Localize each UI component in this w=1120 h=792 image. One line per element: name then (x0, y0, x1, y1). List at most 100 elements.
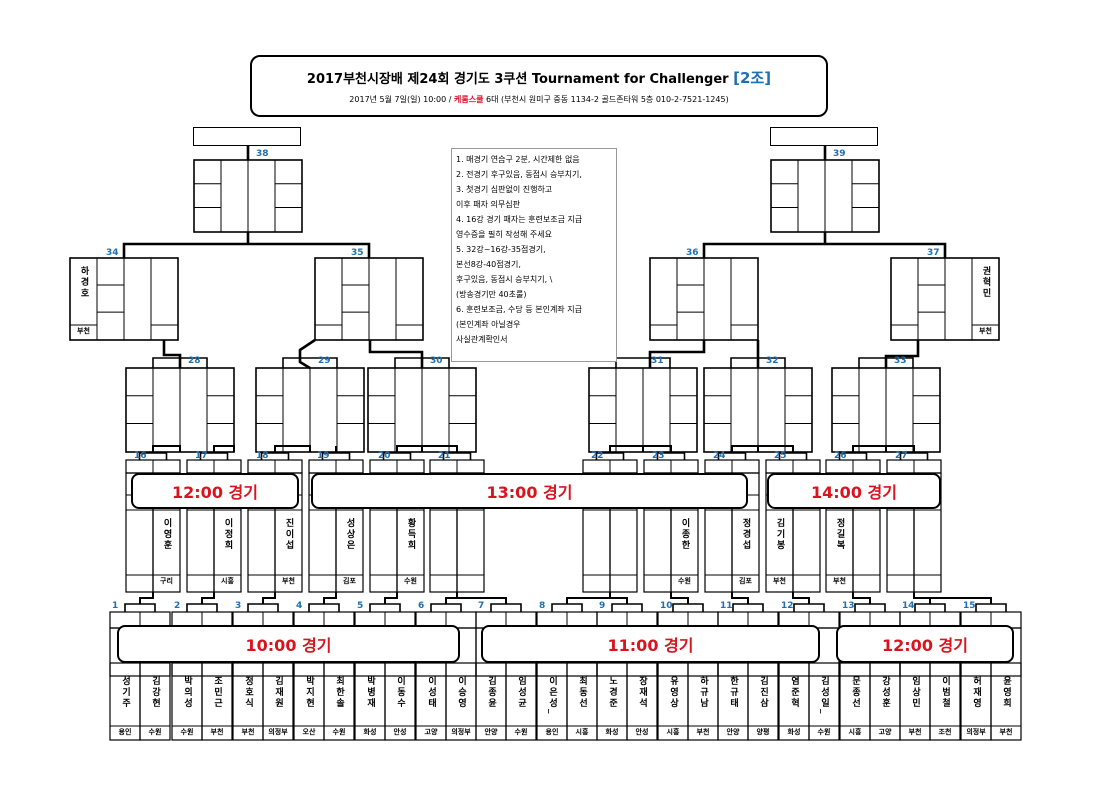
match-number: 39 (833, 149, 846, 159)
player-name: 박병재 (365, 676, 375, 709)
match-number: 25 (774, 451, 787, 461)
player-name: 성상은 (344, 518, 355, 551)
player-affiliation: 용인 (118, 728, 132, 736)
player-name: 이승영 (456, 676, 466, 709)
player-affiliation: 안양 (484, 728, 498, 736)
player-name: 하규남 (698, 676, 708, 709)
note-line: 이후 패자 의무심판 (456, 200, 520, 209)
match-number: 28 (188, 356, 201, 366)
player-affiliation: 고양 (878, 728, 892, 736)
player-affiliation: 부천 (908, 728, 922, 736)
match-number: 6 (418, 601, 425, 611)
player-affiliation: 양평 (756, 728, 770, 736)
round1-connector (490, 603, 522, 612)
note-line: 3. 첫경기 심판없이 진행하고 (456, 185, 553, 194)
round1-connector (308, 603, 340, 612)
advance-connector (702, 242, 947, 258)
event-date: 2017년 5월 7일(일) 10:00 / (349, 95, 452, 104)
player-affiliation: 수원 (817, 728, 831, 736)
player-affiliation: 시흥 (848, 728, 862, 736)
advance-connector (201, 592, 215, 604)
advance-connector (792, 592, 810, 604)
player-affiliation: 수원 (404, 577, 417, 585)
match-number: 13 (842, 601, 855, 611)
player-name: 임성균 (516, 676, 526, 709)
round1-connector (793, 603, 825, 612)
player-name: 염준혁 (789, 676, 799, 709)
player-name: 한규태 (728, 676, 738, 709)
match-number: 19 (317, 451, 330, 461)
match-number: 5 (357, 601, 364, 611)
note-line: 영수증을 필히 작성해 주세요 (456, 230, 552, 239)
match-number: 20 (378, 451, 391, 461)
match-number: 9 (599, 601, 606, 611)
round1-connector (551, 603, 583, 612)
time-banner-1200-upper: 12:00 경기 (131, 473, 299, 509)
player-name: 윤영희 (1001, 676, 1011, 709)
advance-connector (885, 445, 915, 453)
rules-notes: 1. 매경기 연습구 2분, 시간제한 없음 2. 전경기 후구있음, 동점시 … (451, 148, 617, 362)
advance-connector (731, 592, 749, 604)
advance-connector (122, 242, 371, 258)
player-name: 황득희 (405, 518, 416, 551)
note-line: 본선8강-40점경기, (456, 260, 521, 269)
player-name: 정경섭 (740, 518, 751, 551)
match-number: 35 (351, 248, 364, 258)
player-affiliation: 구리 (160, 577, 173, 585)
advance-connector (445, 592, 458, 604)
player-name: 박의성 (182, 676, 192, 709)
advance-connector (323, 592, 337, 604)
player-name: 조민근 (212, 676, 222, 709)
player-affiliation: 용인 (545, 728, 559, 736)
player-affiliation: 부천 (833, 577, 846, 585)
player-affiliation: 조천 (938, 728, 952, 736)
final-winner-slot-right (770, 127, 878, 146)
match-number: 17 (195, 451, 208, 461)
player-name: 이정희 (222, 518, 233, 551)
player-affiliation: 의정부 (268, 728, 288, 736)
player-affiliation: 수원 (678, 577, 691, 585)
player-name: 권혁민 (980, 266, 991, 299)
player-affiliation: 부천 (210, 728, 224, 736)
advance-connector (162, 340, 182, 368)
player-name: 김성일_ (819, 676, 829, 716)
time-banner-1300: 13:00 경기 (311, 473, 748, 509)
player-affiliation: 화성 (787, 728, 801, 736)
match-number: 7 (478, 601, 485, 611)
note-line: 사실관계확인서 (456, 335, 508, 344)
match-number: 33 (894, 356, 907, 366)
advance-connector (298, 338, 316, 370)
advance-connector (368, 340, 424, 368)
player-affiliation: 고양 (424, 728, 438, 736)
player-name: 진이섭 (283, 518, 294, 551)
advance-connector (456, 592, 507, 604)
round3-connector (615, 357, 671, 368)
advance-connector (152, 445, 181, 453)
player-affiliation: 수원 (180, 728, 194, 736)
note-line: 4. 16강 경기 패자는 훈련보조금 지급 (456, 215, 583, 224)
player-affiliation: 수원 (332, 728, 346, 736)
event-details: 2017년 5월 7일(일) 10:00 / 케롬스쿨 6대 (부천시 원미구 … (252, 94, 826, 105)
group-label: [2조] (733, 69, 772, 87)
player-name: 문종선 (850, 676, 860, 709)
match-number: 32 (766, 356, 779, 366)
event-address: 6대 (부천시 원미구 중동 1134-2 골드존타워 5층 010-2-752… (486, 95, 729, 104)
match-number: 23 (652, 451, 665, 461)
match-number: 16 (134, 451, 147, 461)
time-banner-1100: 11:00 경기 (481, 625, 820, 663)
player-name: 강성훈 (880, 676, 890, 709)
player-name: 김진삼 (758, 676, 768, 709)
player-affiliation: 수원 (148, 728, 162, 736)
advance-connector (670, 592, 689, 604)
match-number: 37 (927, 248, 940, 258)
time-banner-1000: 10:00 경기 (117, 625, 460, 663)
round1-connector (914, 603, 946, 612)
round1-connector (975, 603, 1007, 612)
note-line: 후구있음, 동점시 승부치기, \ (456, 275, 553, 284)
advance-connector (274, 445, 311, 453)
player-name: 이동수 (395, 676, 405, 709)
player-name: 김강현 (150, 676, 160, 709)
player-name: 허재영 (971, 676, 981, 709)
match-number: 22 (591, 451, 604, 461)
match-number: 4 (296, 601, 303, 611)
